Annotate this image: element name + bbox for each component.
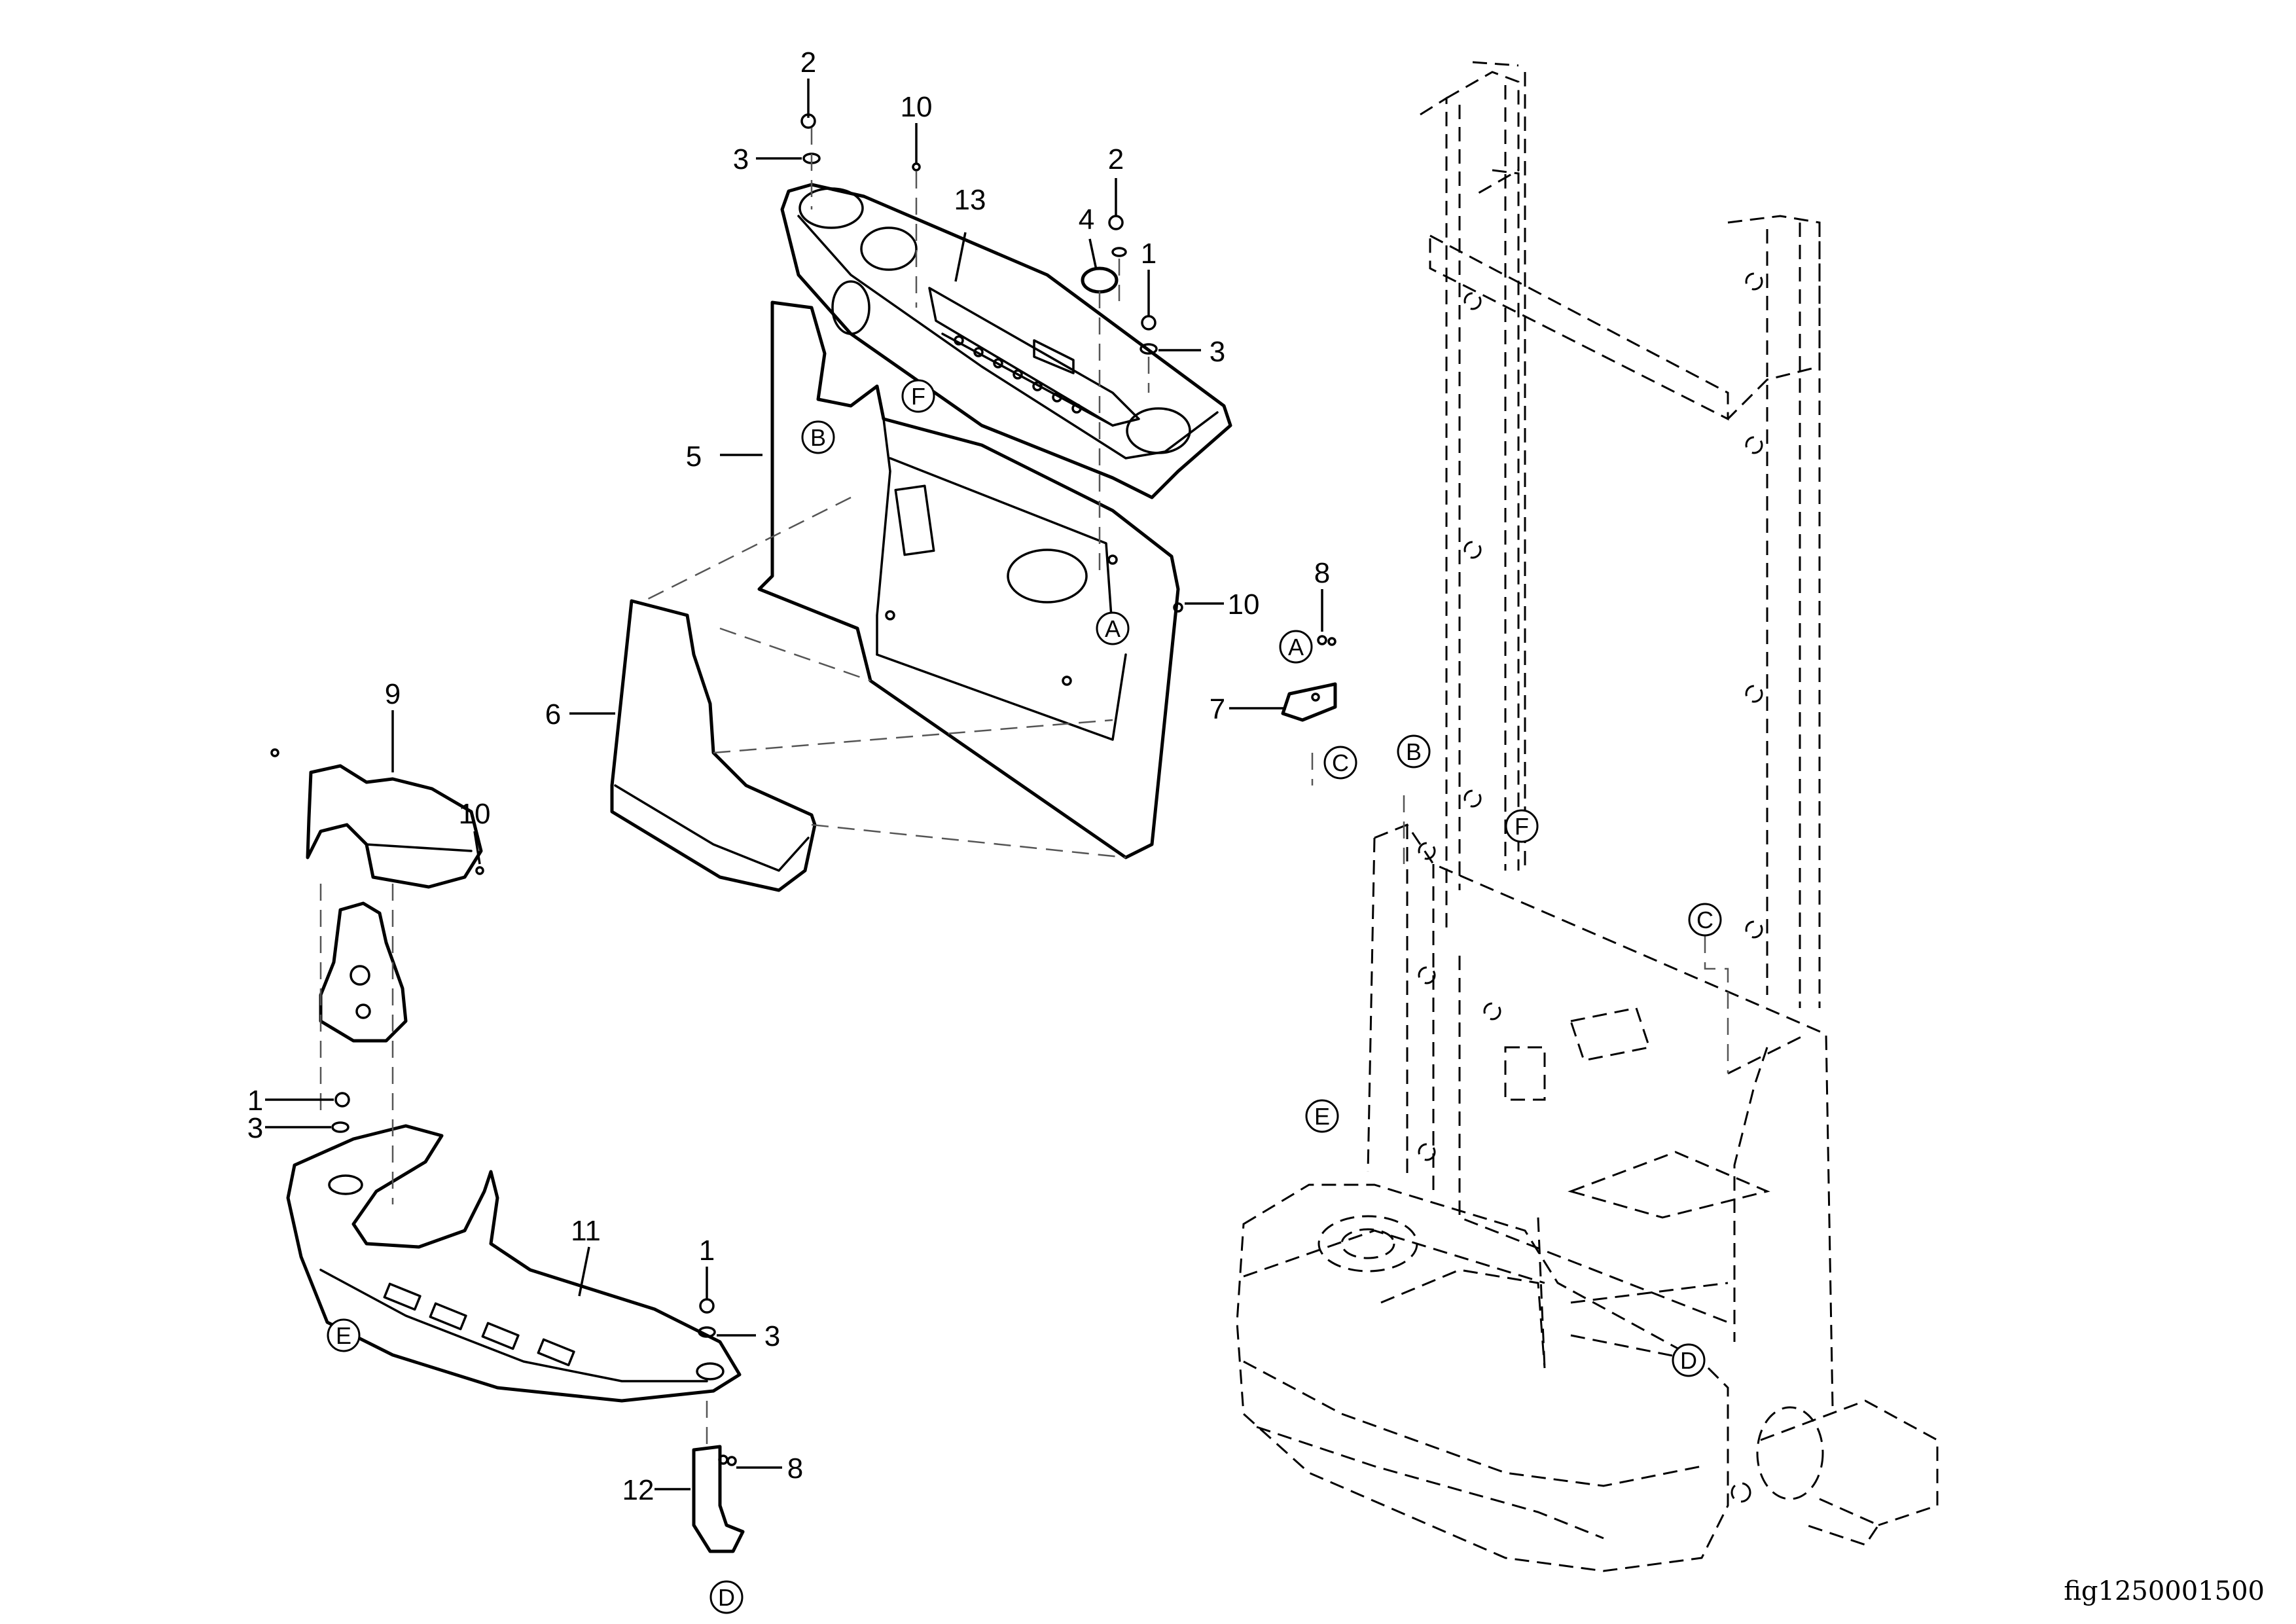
callout-9: 9 [385, 678, 401, 710]
front-lower-panel [610, 599, 817, 892]
ref-a-bracket: A [1279, 630, 1313, 664]
callout-4: 4 [1079, 204, 1094, 236]
callout-8: 8 [1314, 557, 1330, 589]
callout-13: 13 [954, 184, 986, 216]
callout-2: 2 [800, 46, 816, 79]
part-number-callouts: 2 10 3 13 4 2 1 3 5 6 10 8 7 9 10 1 3 11… [247, 46, 1330, 1506]
callout-3: 3 [764, 1320, 780, 1352]
top-cover-panel [780, 183, 1232, 499]
callout-5: 5 [686, 441, 702, 473]
ref-c-bracket: C [1323, 746, 1357, 780]
callout-1: 1 [1141, 238, 1157, 270]
callout-10: 10 [459, 798, 491, 830]
callout-3: 3 [1210, 336, 1225, 368]
figure-code: fig1250001500 [2064, 1576, 2265, 1606]
callout-leaders [265, 79, 1323, 1490]
callout-3: 3 [247, 1112, 263, 1144]
rear-panel [757, 300, 1180, 859]
svg-text:E: E [1314, 1103, 1330, 1130]
callout-3: 3 [733, 143, 749, 175]
ref-a-rear-panel: A [1096, 611, 1130, 645]
callout-11: 11 [571, 1215, 601, 1247]
handle-bracket [319, 901, 408, 1043]
svg-text:F: F [1515, 813, 1529, 840]
ref-b-frame: B [1397, 734, 1431, 768]
ref-d-frame: D [1672, 1343, 1706, 1377]
svg-text:B: B [810, 424, 826, 451]
svg-text:F: F [911, 383, 925, 410]
ref-b-rear-panel: B [801, 420, 835, 454]
ref-e-frame: E [1305, 1099, 1339, 1133]
assembly-alignment-lines [319, 128, 1729, 1447]
svg-text:A: A [1105, 615, 1121, 642]
mast-and-chassis [1236, 61, 1939, 1572]
svg-text:E: E [336, 1322, 351, 1349]
ref-e-tray: E [327, 1318, 361, 1352]
callout-8: 8 [787, 1453, 803, 1485]
callout-1: 1 [699, 1235, 715, 1267]
svg-text:C: C [1332, 749, 1349, 776]
reference-letters: F B A A C B F C [327, 379, 1722, 1614]
callout-1: 1 [247, 1085, 263, 1117]
small-bracket-7 [1281, 682, 1337, 722]
svg-text:A: A [1288, 634, 1304, 660]
ref-d-bracket: D [709, 1580, 744, 1614]
callout-12: 12 [622, 1474, 655, 1506]
svg-text:C: C [1696, 907, 1713, 933]
ref-c-frame: C [1688, 903, 1722, 937]
svg-text:D: D [718, 1584, 735, 1611]
callout-10: 10 [1228, 588, 1260, 621]
ref-f-frame: F [1505, 809, 1539, 843]
callout-2: 2 [1108, 143, 1124, 175]
ref-f-top-cover: F [901, 379, 935, 413]
callout-7: 7 [1210, 693, 1225, 725]
svg-text:B: B [1406, 738, 1422, 765]
callout-6: 6 [545, 698, 561, 731]
fan-shroud [270, 748, 484, 889]
svg-text:D: D [1680, 1347, 1697, 1374]
base-tray [286, 1124, 742, 1403]
callout-10: 10 [901, 91, 933, 123]
